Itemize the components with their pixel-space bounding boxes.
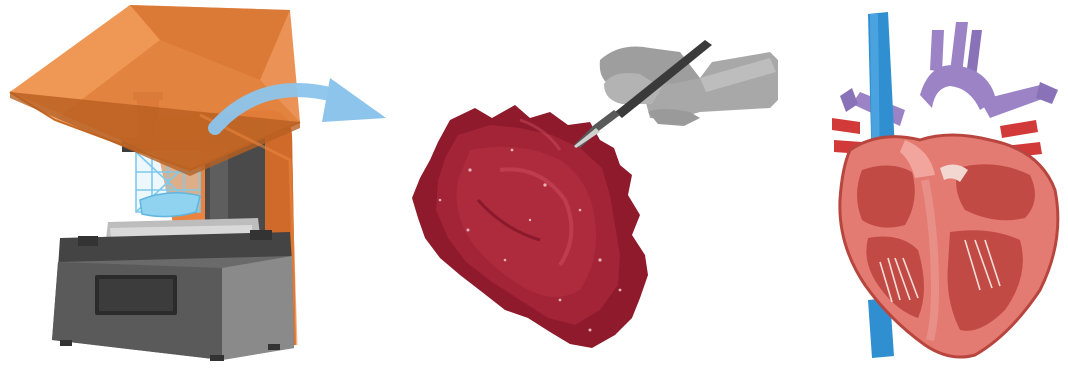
3d-printer-icon	[10, 5, 300, 361]
heart-anatomy-icon	[832, 12, 1058, 358]
tissue-sample-icon	[412, 105, 648, 348]
hand-scalpel-icon	[574, 40, 778, 148]
